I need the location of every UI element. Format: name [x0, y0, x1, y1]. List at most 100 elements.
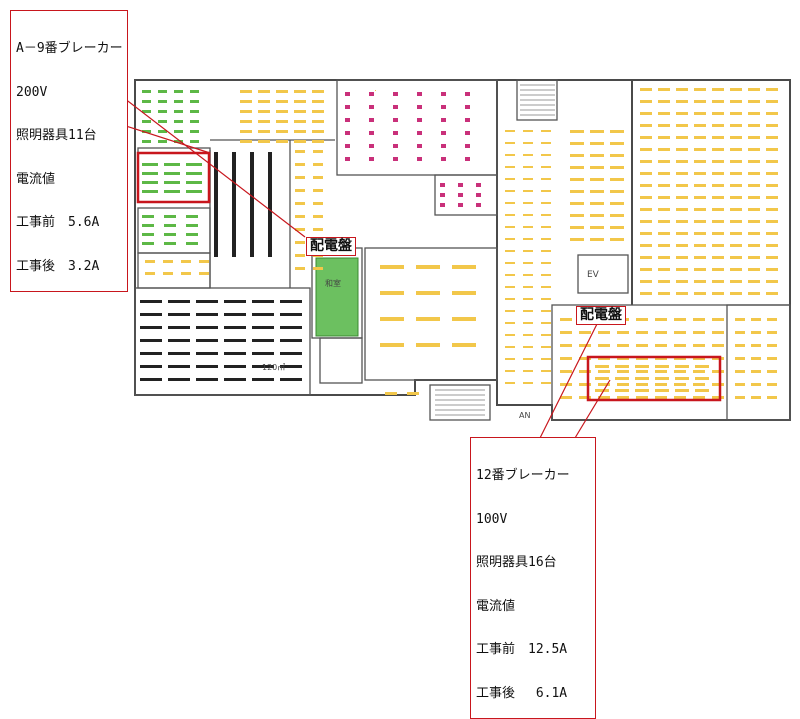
- light-fixture: [712, 318, 724, 321]
- light-fixture: [694, 100, 706, 103]
- light-fixture: [280, 313, 302, 316]
- light-fixture: [560, 383, 572, 386]
- light-fixture: [186, 181, 202, 184]
- light-fixture: [158, 120, 167, 123]
- light-fixture: [675, 377, 689, 380]
- light-fixture: [393, 92, 398, 96]
- light-fixture: [190, 110, 199, 113]
- light-fixture: [199, 260, 209, 263]
- light-fixture: [766, 148, 778, 151]
- light-fixture: [640, 220, 652, 223]
- light-fixture: [748, 172, 760, 175]
- light-fixture: [658, 232, 670, 235]
- light-fixture: [224, 313, 246, 316]
- light-fixture: [579, 370, 591, 373]
- light-fixture: [168, 313, 190, 316]
- light-fixture: [505, 202, 515, 204]
- light-fixture: [712, 280, 724, 283]
- light-fixture: [751, 383, 761, 386]
- light-fixture: [560, 318, 572, 321]
- light-fixture: [523, 202, 533, 204]
- light-fixture: [676, 208, 688, 211]
- light-fixture: [313, 189, 323, 192]
- light-fixture: [142, 215, 154, 218]
- light-fixture: [186, 242, 198, 245]
- light-fixture: [676, 124, 688, 127]
- light-fixture: [190, 130, 199, 133]
- light-fixture: [523, 322, 533, 324]
- light-fixture: [712, 331, 724, 334]
- light-fixture: [610, 226, 624, 229]
- light-fixture: [393, 144, 398, 148]
- light-fixture: [252, 339, 274, 342]
- light-fixture: [416, 291, 440, 295]
- light-fixture: [258, 130, 270, 133]
- light-fixture: [590, 214, 604, 217]
- light-fixture: [541, 370, 551, 372]
- light-fixture: [523, 298, 533, 300]
- callout-line: 電流値: [16, 171, 56, 187]
- light-fixture: [676, 184, 688, 187]
- light-fixture: [312, 110, 324, 113]
- light-fixture: [465, 118, 470, 122]
- light-fixture: [190, 140, 199, 143]
- light-fixture: [523, 334, 533, 336]
- light-fixture: [369, 92, 374, 96]
- light-fixture: [541, 154, 551, 156]
- light-fixture: [145, 260, 155, 263]
- light-fixture: [295, 241, 305, 244]
- area-label: 120㎡: [262, 363, 286, 372]
- light-fixture: [590, 142, 604, 145]
- light-fixture: [658, 136, 670, 139]
- light-fixture: [142, 242, 154, 245]
- light-fixture: [452, 265, 476, 269]
- light-fixture: [615, 389, 629, 392]
- light-fixture: [505, 178, 515, 180]
- light-fixture: [541, 322, 551, 324]
- light-fixture: [560, 370, 572, 373]
- light-fixture: [294, 130, 306, 133]
- light-fixture: [658, 244, 670, 247]
- light-fixture: [224, 300, 246, 303]
- light-fixture: [748, 208, 760, 211]
- light-fixture: [598, 357, 610, 360]
- light-fixture: [440, 193, 445, 197]
- light-fixture: [767, 318, 777, 321]
- light-fixture: [168, 365, 190, 368]
- light-fixture: [416, 343, 440, 347]
- light-fixture: [617, 370, 629, 373]
- light-fixture: [313, 163, 323, 166]
- light-fixture: [407, 392, 419, 395]
- light-fixture: [590, 190, 604, 193]
- light-fixture: [541, 262, 551, 264]
- light-fixture: [712, 292, 724, 295]
- light-fixture: [610, 154, 624, 157]
- light-fixture: [523, 226, 533, 228]
- light-fixture: [345, 92, 350, 96]
- light-fixture: [505, 238, 515, 240]
- light-fixture: [730, 100, 742, 103]
- light-fixture: [674, 357, 686, 360]
- light-fixture: [140, 378, 162, 381]
- light-fixture: [655, 377, 669, 380]
- light-fixture: [730, 172, 742, 175]
- light-fixture: [676, 292, 688, 295]
- light-fixture: [640, 184, 652, 187]
- light-fixture: [380, 343, 404, 347]
- light-fixture: [766, 124, 778, 127]
- light-fixture: [186, 190, 202, 193]
- light-fixture: [730, 124, 742, 127]
- light-fixture: [186, 163, 202, 166]
- light-fixture: [295, 163, 305, 166]
- light-fixture: [168, 378, 190, 381]
- light-fixture: [505, 310, 515, 312]
- light-fixture: [640, 256, 652, 259]
- light-fixture: [541, 298, 551, 300]
- light-fixture: [674, 370, 686, 373]
- light-fixture: [694, 208, 706, 211]
- light-fixture: [452, 291, 476, 295]
- light-fixture: [640, 292, 652, 295]
- light-fixture: [640, 232, 652, 235]
- light-fixture: [393, 157, 398, 161]
- light-fixture: [505, 130, 515, 132]
